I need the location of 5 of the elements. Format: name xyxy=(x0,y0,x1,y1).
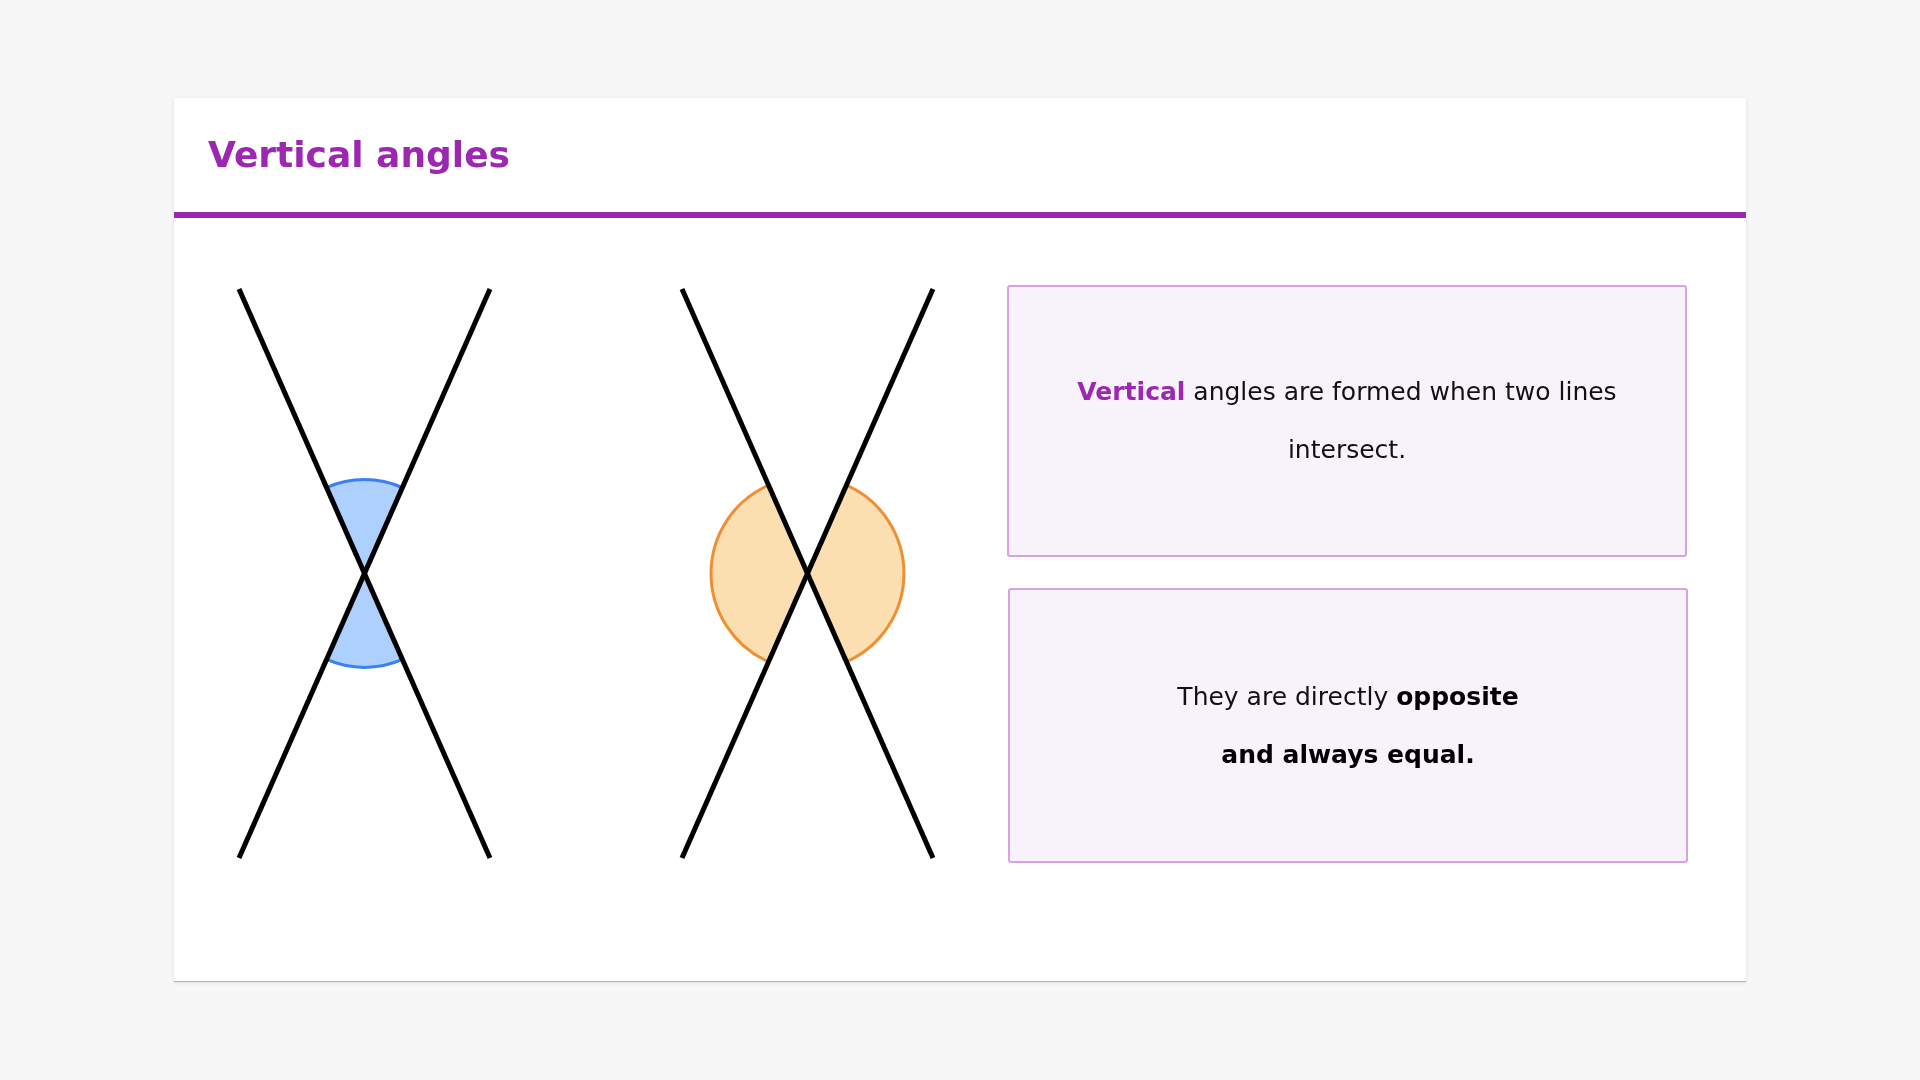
slide-title: Vertical angles xyxy=(208,133,510,177)
definition-panel xyxy=(1007,285,1687,557)
note-text: They are directly opposite and always equal. xyxy=(1176,680,1520,771)
definition-text: Vertical angles are formed when two lines intersect. xyxy=(1076,376,1618,466)
note-panel xyxy=(1008,588,1688,863)
